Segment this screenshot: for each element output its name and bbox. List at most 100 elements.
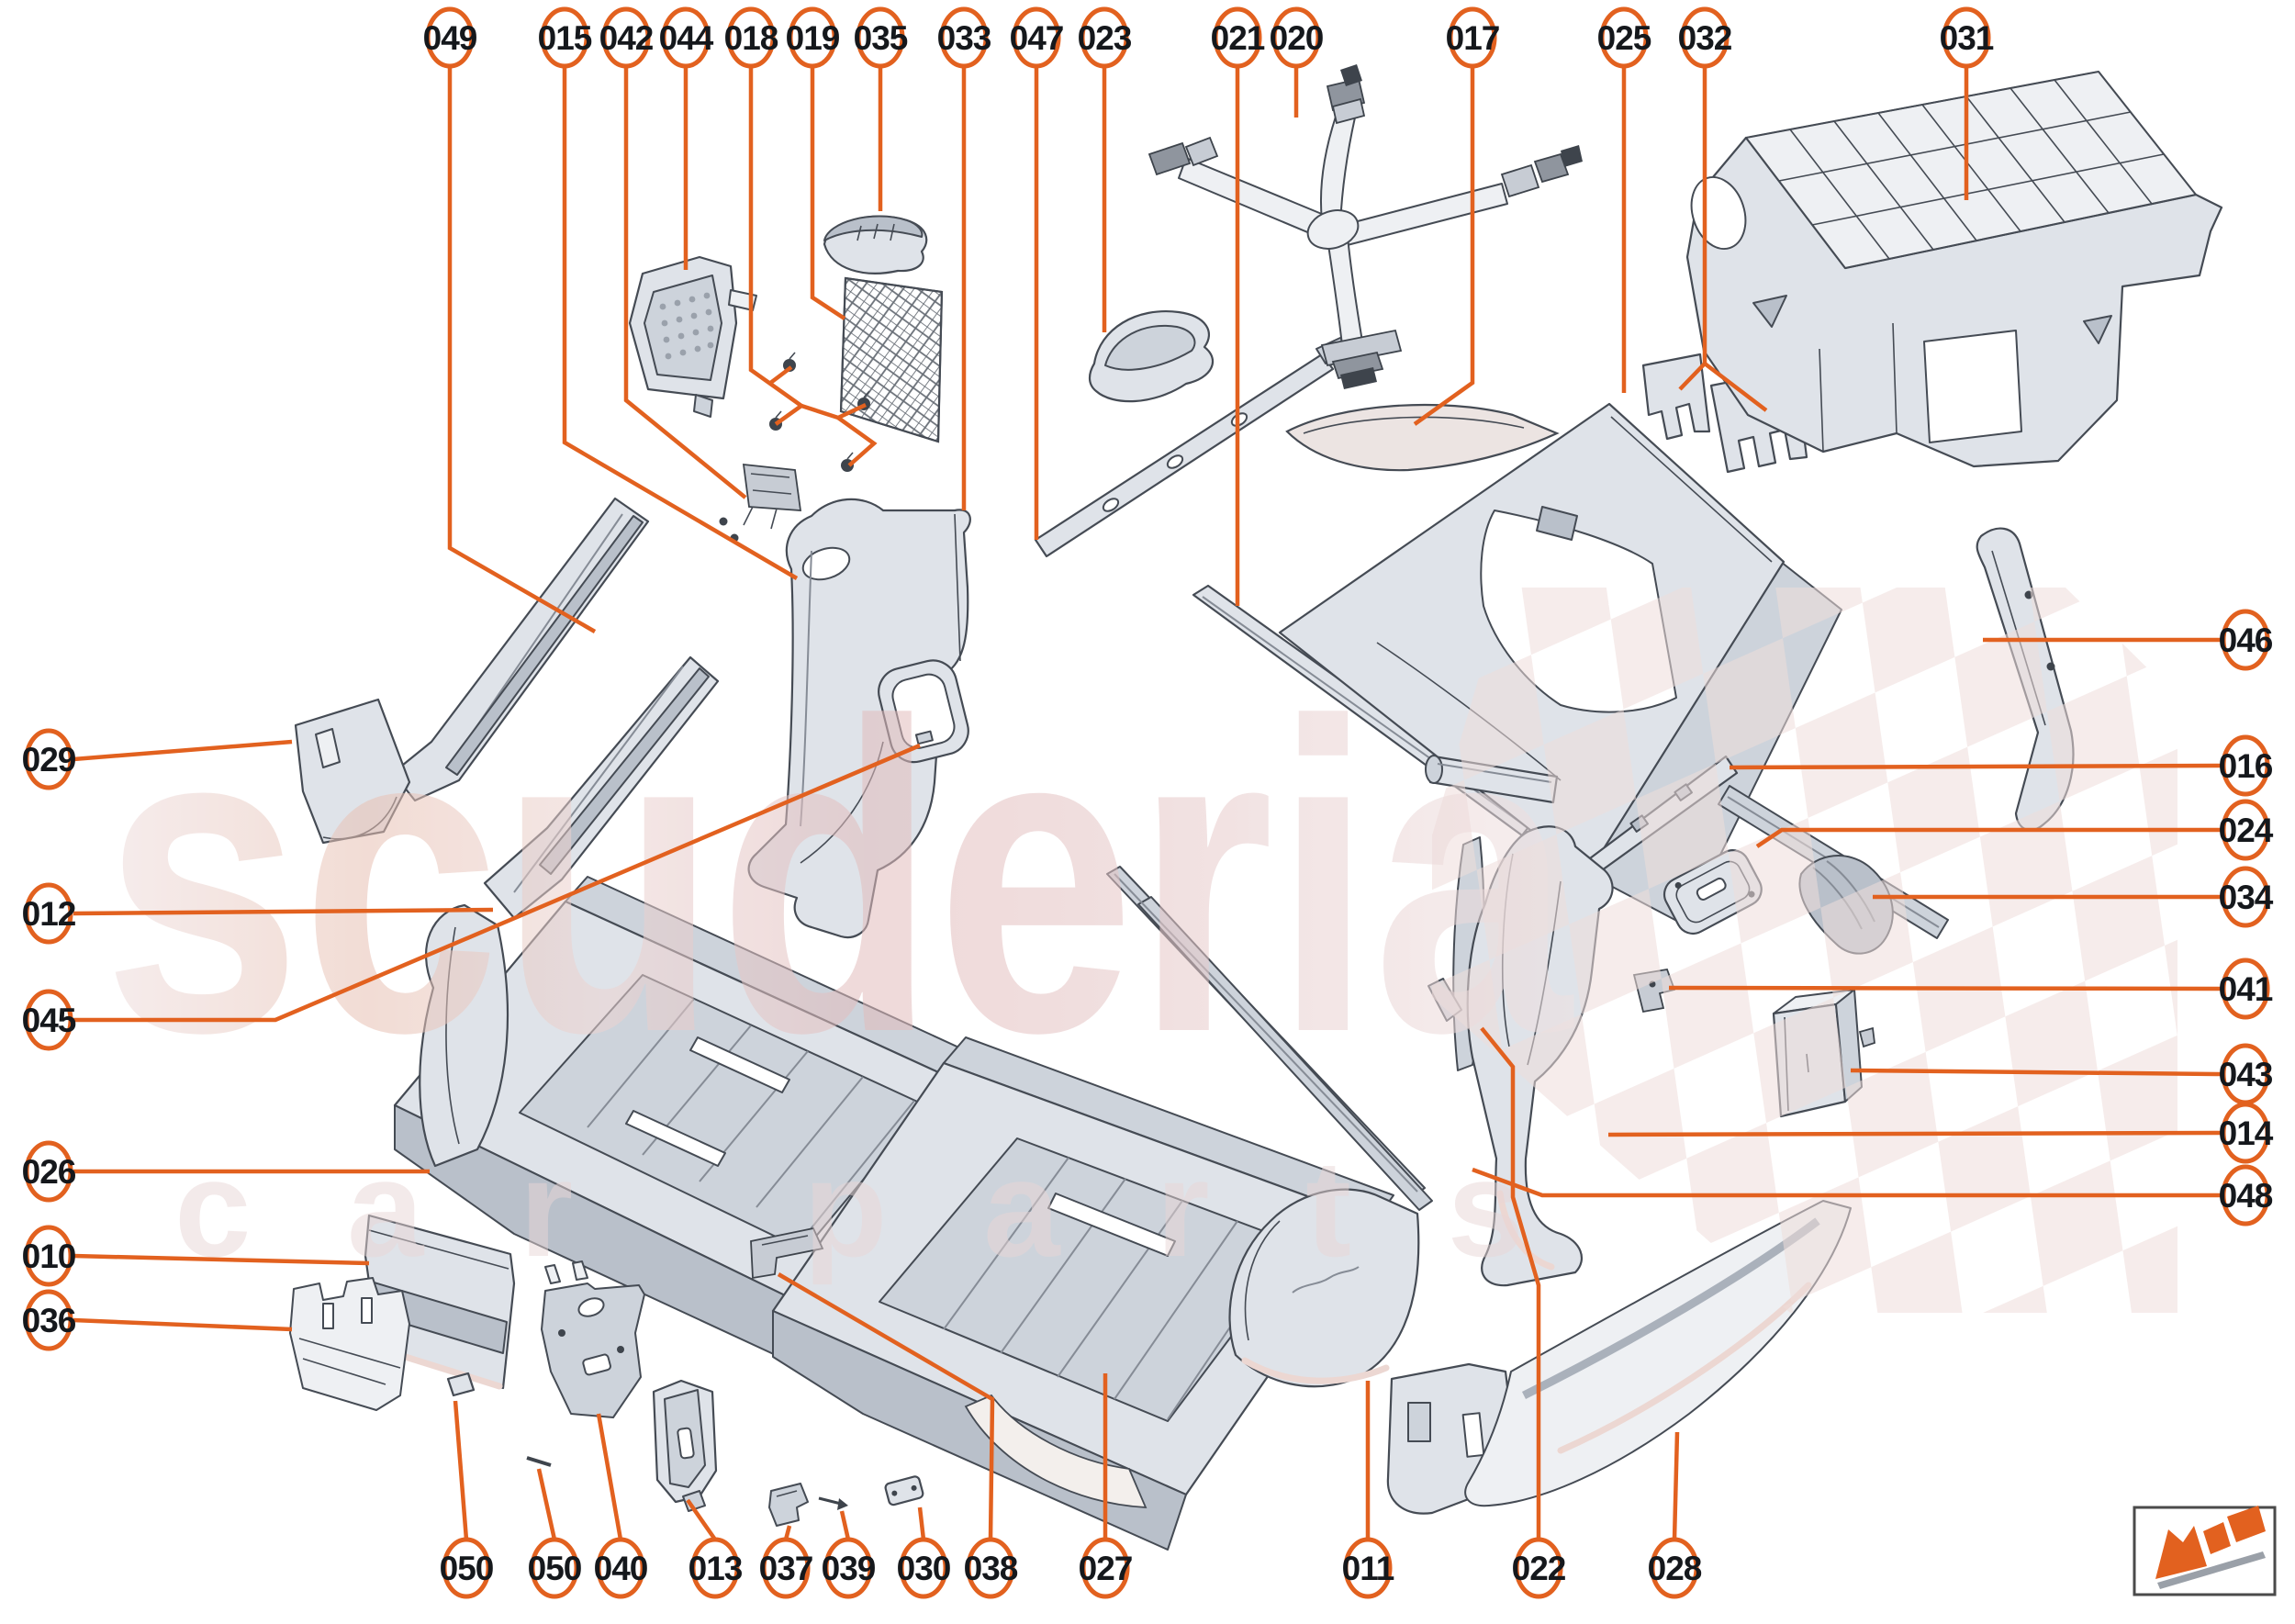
callout-038[interactable]: 038 (964, 1537, 1019, 1599)
callout-bubble[interactable] (1514, 1537, 1563, 1599)
callout-bubble[interactable] (2221, 799, 2270, 861)
callout-number: 044 (659, 19, 714, 57)
callout-012[interactable]: 012 (22, 882, 77, 945)
callout-bubble[interactable] (1271, 6, 1321, 69)
callout-bubble[interactable] (1080, 1537, 1130, 1599)
anchor-icon (1320, 329, 1403, 367)
part-outline (1285, 403, 1560, 472)
callout-bubble[interactable] (2221, 1102, 2270, 1164)
callout-016[interactable]: 016 (2219, 734, 2274, 797)
callout-045[interactable]: 045 (22, 989, 77, 1051)
callout-029[interactable]: 029 (22, 728, 77, 790)
callout-bubble[interactable] (1942, 6, 1991, 69)
callout-bubble[interactable] (1599, 6, 1649, 69)
callout-bubble[interactable] (442, 1537, 491, 1599)
callout-022[interactable]: 022 (1512, 1537, 1567, 1599)
callout-bubble[interactable] (966, 1537, 1015, 1599)
callout-010[interactable]: 010 (22, 1225, 77, 1287)
callout-023[interactable]: 023 (1078, 6, 1133, 69)
callout-bubble[interactable] (1448, 6, 1497, 69)
callout-031[interactable]: 031 (1940, 6, 1995, 69)
callout-047[interactable]: 047 (1010, 6, 1064, 69)
callout-026[interactable]: 026 (22, 1140, 77, 1203)
callout-bubble[interactable] (601, 6, 651, 69)
callout-039[interactable]: 039 (822, 1537, 877, 1599)
callout-bubble[interactable] (1012, 6, 1061, 69)
callout-bubble[interactable] (2221, 1164, 2270, 1226)
callout-046[interactable]: 046 (2219, 609, 2274, 671)
callout-030[interactable]: 030 (897, 1537, 952, 1599)
callout-017[interactable]: 017 (1446, 6, 1500, 69)
callout-021[interactable]: 021 (1211, 6, 1266, 69)
callout-bubble[interactable] (761, 1537, 811, 1599)
callout-bubble[interactable] (596, 1537, 645, 1599)
callout-035[interactable]: 035 (854, 6, 909, 69)
callout-number: 039 (822, 1550, 876, 1587)
callout-bubble[interactable] (1650, 1537, 1699, 1599)
callout-bubble[interactable] (24, 882, 73, 945)
callout-bubble[interactable] (2221, 734, 2270, 797)
callout-040[interactable]: 040 (594, 1537, 649, 1599)
callout-bubble[interactable] (1213, 6, 1262, 69)
callout-050[interactable]: 050 (528, 1537, 583, 1599)
callout-bubble[interactable] (823, 1537, 873, 1599)
callout-bubble[interactable] (1680, 6, 1730, 69)
part-stripe2 (445, 515, 644, 776)
callout-034[interactable]: 034 (2219, 866, 2275, 928)
callout-bubble[interactable] (530, 1537, 579, 1599)
callout-011[interactable]: 011 (1342, 1537, 1395, 1599)
part-plate-030 (884, 1475, 924, 1506)
callout-048[interactable]: 048 (2219, 1164, 2274, 1226)
callout-044[interactable]: 044 (659, 6, 715, 69)
callout-bubble[interactable] (540, 6, 589, 69)
callout-019[interactable]: 019 (786, 6, 841, 69)
callout-033[interactable]: 033 (937, 6, 992, 69)
callout-bubble[interactable] (24, 989, 73, 1051)
callout-bubble[interactable] (1080, 6, 1129, 69)
part-bracket-040 (541, 1260, 645, 1418)
callout-050[interactable]: 050 (440, 1537, 495, 1599)
callout-bubble[interactable] (899, 1537, 948, 1599)
callout-number: 021 (1211, 19, 1265, 57)
callout-bubble[interactable] (425, 6, 475, 69)
callout-020[interactable]: 020 (1270, 6, 1325, 69)
callout-043[interactable]: 043 (2219, 1043, 2274, 1105)
callout-041[interactable]: 041 (2219, 958, 2274, 1020)
callout-bubble[interactable] (690, 1537, 740, 1599)
callout-bubble[interactable] (24, 728, 73, 790)
callout-025[interactable]: 025 (1597, 6, 1652, 69)
callout-bubble[interactable] (1343, 1537, 1393, 1599)
callout-number: 010 (22, 1238, 76, 1275)
callout-015[interactable]: 015 (538, 6, 593, 69)
callout-bubble[interactable] (856, 6, 905, 69)
callout-bubble[interactable] (726, 6, 776, 69)
callout-036[interactable]: 036 (22, 1289, 77, 1351)
callout-bubble[interactable] (2221, 609, 2270, 671)
callout-bubble[interactable] (24, 1289, 73, 1351)
callout-042[interactable]: 042 (599, 6, 655, 69)
callout-032[interactable]: 032 (1678, 6, 1733, 69)
callout-014[interactable]: 014 (2219, 1102, 2275, 1164)
leader-line-037 (783, 1525, 792, 1540)
callout-bubble[interactable] (2221, 958, 2270, 1020)
callout-027[interactable]: 027 (1079, 1537, 1133, 1599)
callout-number: 042 (599, 19, 654, 57)
callout-bubble[interactable] (661, 6, 711, 69)
callout-024[interactable]: 024 (2219, 799, 2275, 861)
callout-number: 045 (22, 1002, 76, 1039)
callout-049[interactable]: 049 (423, 6, 478, 69)
flap-line (322, 796, 397, 840)
callout-bubble[interactable] (24, 1225, 73, 1287)
part-outline (541, 1282, 645, 1418)
part-pin-039 (818, 1496, 848, 1510)
callout-bubble[interactable] (2221, 866, 2270, 928)
leader-line-048 (1472, 1167, 2221, 1198)
callout-bubble[interactable] (939, 6, 989, 69)
callout-bubble[interactable] (24, 1140, 73, 1203)
callout-028[interactable]: 028 (1648, 1537, 1703, 1599)
callout-018[interactable]: 018 (724, 6, 779, 69)
callout-bubble[interactable] (788, 6, 837, 69)
callout-013[interactable]: 013 (688, 1537, 744, 1599)
pin-tip (837, 1498, 848, 1510)
callout-037[interactable]: 037 (759, 1537, 813, 1599)
